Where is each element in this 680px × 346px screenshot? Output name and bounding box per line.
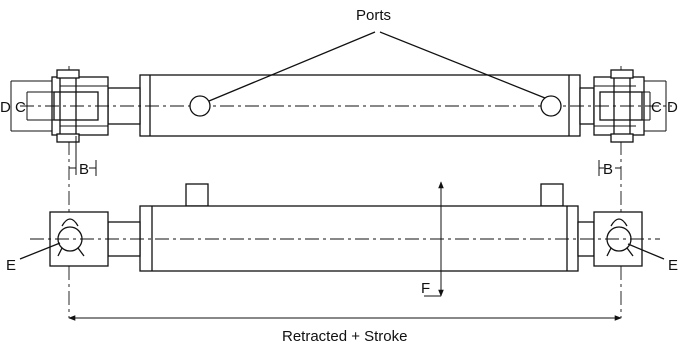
c-right-label: C (651, 99, 662, 116)
left-cd-dimensions (10, 80, 54, 132)
retracted-stroke-label: Retracted + Stroke (282, 328, 407, 345)
d-right-label: D (667, 99, 678, 116)
b-right-label: B (603, 161, 613, 178)
left-port-leader (208, 31, 376, 102)
side-view: E E F Retracted + Stroke (6, 181, 678, 345)
e-left-label: E (6, 257, 16, 274)
right-port-leader (379, 31, 546, 99)
e-left-leader (19, 242, 61, 260)
right-port-boss (540, 183, 564, 207)
side-barrel (139, 205, 579, 272)
f-label: F (421, 280, 430, 297)
c-left-label: C (15, 99, 26, 116)
top-view: Ports D C C D B (0, 7, 678, 318)
right-port (540, 95, 562, 117)
b-left-label: B (79, 161, 89, 178)
left-port-boss (185, 183, 209, 207)
d-left-label: D (0, 99, 11, 116)
top-barrel (139, 74, 581, 137)
b-left-dimension (69, 136, 97, 176)
left-port (189, 95, 211, 117)
right-cd-dimensions (642, 80, 667, 132)
b-right-dimension (598, 160, 621, 176)
e-right-label: E (668, 257, 678, 274)
top-right-clevis (593, 69, 645, 143)
f-dimension (424, 181, 444, 297)
e-right-leader (627, 243, 665, 260)
ports-label: Ports (356, 7, 391, 24)
